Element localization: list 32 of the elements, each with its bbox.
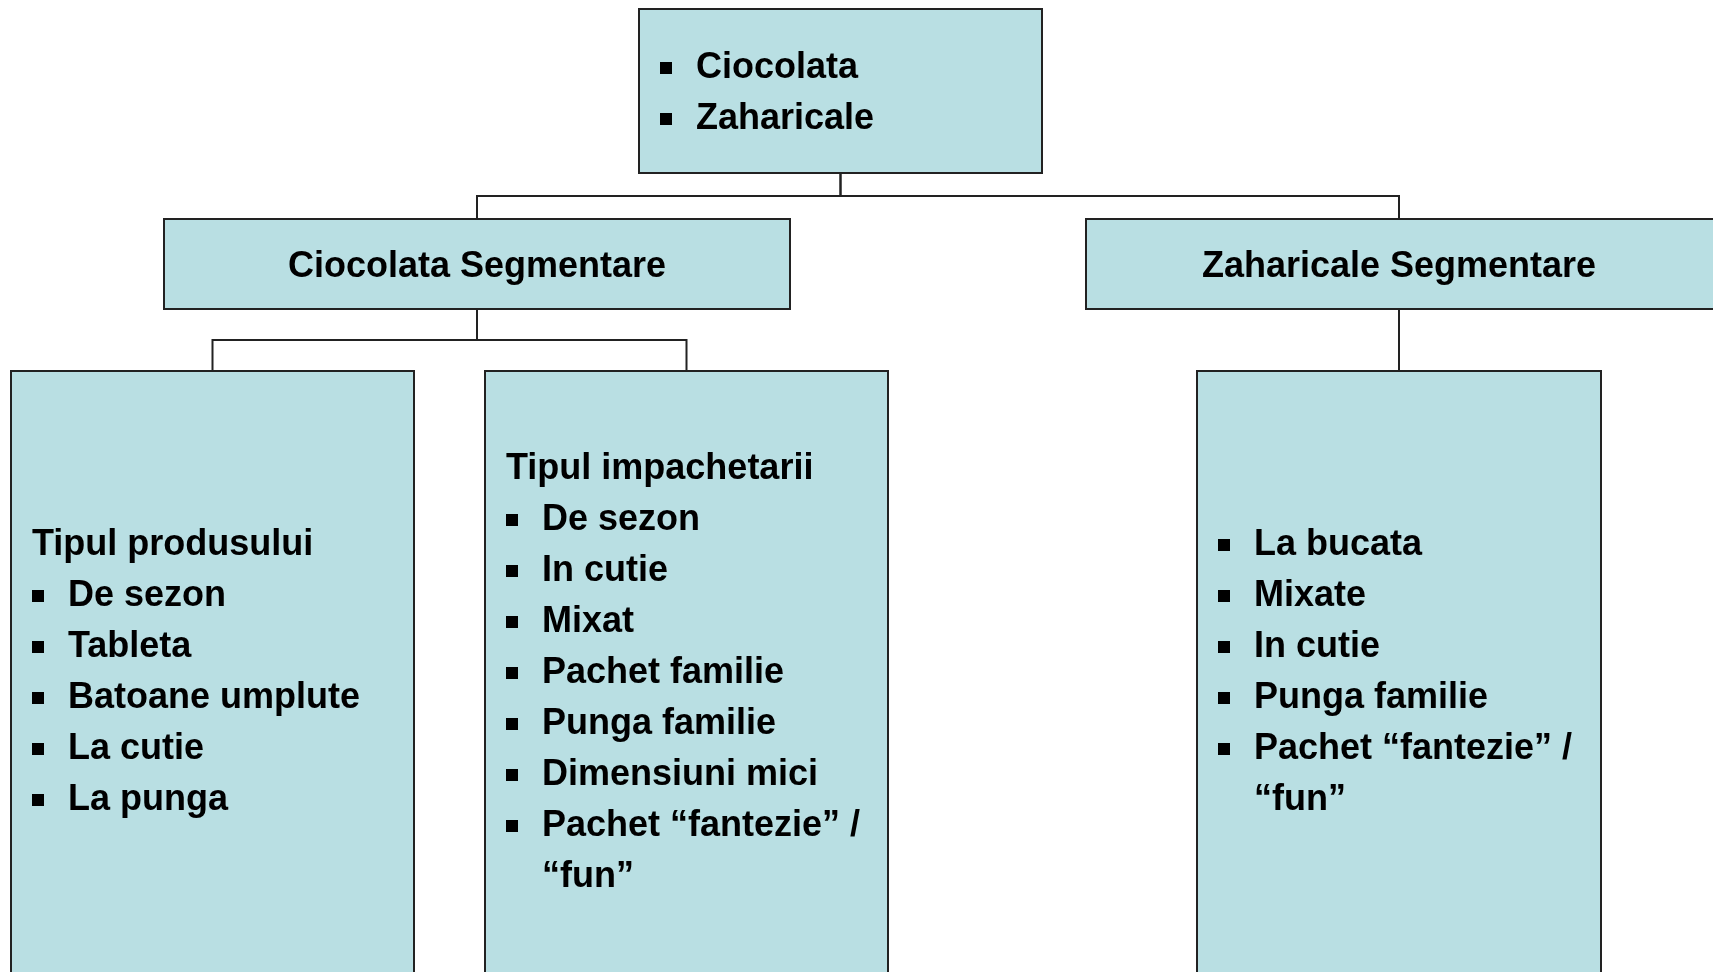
list-item: Mixate bbox=[1254, 572, 1367, 616]
connector-line bbox=[839, 173, 1400, 219]
list-item: De sezon bbox=[542, 495, 701, 540]
box-title: Ciocolata Segmentare bbox=[287, 242, 667, 287]
connector-line bbox=[476, 309, 688, 371]
list-item: Batoane umplute bbox=[68, 674, 361, 718]
segment-box bbox=[638, 8, 1043, 174]
list-item: Tableta bbox=[68, 623, 192, 667]
list-item: Zaharicale bbox=[696, 95, 875, 139]
list-item: Dimensiuni mici bbox=[542, 750, 819, 795]
list-item: La bucata bbox=[1254, 521, 1423, 565]
list-heading: Tipul produsului bbox=[32, 521, 314, 565]
list-item: In cutie bbox=[542, 546, 669, 591]
list-item: La punga bbox=[68, 776, 228, 820]
list-item: Punga familie bbox=[1254, 674, 1489, 718]
list-item: Pachet familie bbox=[542, 648, 785, 693]
connector-line bbox=[1398, 309, 1400, 371]
list-item: Pachet “fantezie” / “fun” bbox=[1254, 725, 1574, 820]
list-item: Punga familie bbox=[542, 699, 777, 744]
segment-box bbox=[10, 370, 415, 972]
list-item: De sezon bbox=[68, 572, 227, 616]
list-item: La cutie bbox=[68, 725, 205, 769]
list-heading: Tipul impachetarii bbox=[506, 444, 814, 489]
segment-box bbox=[1196, 370, 1602, 972]
segment-box bbox=[1085, 218, 1713, 310]
list-item: Pachet “fantezie” / “fun” bbox=[542, 801, 862, 897]
list-item: In cutie bbox=[1254, 623, 1381, 667]
list-item: Mixat bbox=[542, 597, 635, 642]
segment-box bbox=[163, 218, 791, 310]
box-title: Zaharicale Segmentare bbox=[1201, 242, 1597, 287]
segment-box bbox=[484, 370, 889, 972]
list-item: Ciocolata bbox=[696, 44, 859, 88]
